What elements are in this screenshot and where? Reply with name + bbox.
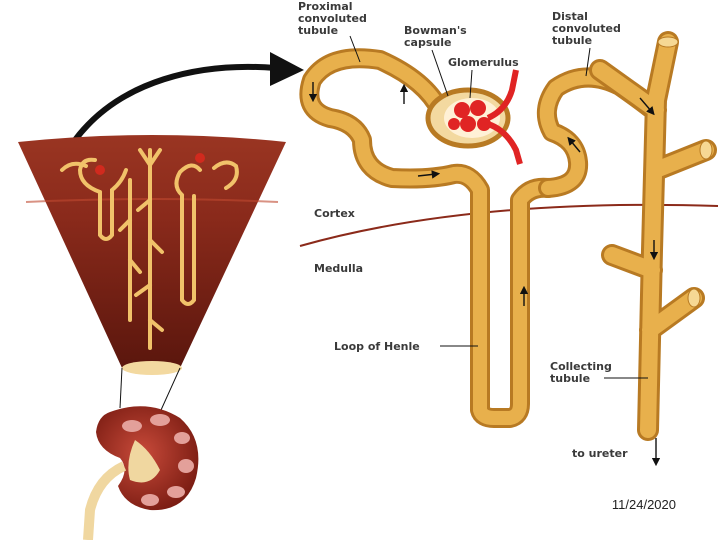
label-to-ureter: to ureter [572, 447, 628, 460]
label-distal-tubule: Distal convoluted tubule [552, 10, 625, 47]
zoom-arrow-head [270, 52, 304, 86]
label-cortex: Cortex [314, 207, 355, 220]
label-glomerulus: Glomerulus [448, 56, 519, 69]
label-collecting-tubule: Collecting tubule [550, 360, 616, 385]
zoom-arrow [72, 63, 277, 142]
flow-arrows [308, 82, 661, 467]
label-loop-of-henle: Loop of Henle [334, 340, 420, 353]
tissue-wedge [18, 135, 286, 375]
label-proximal-tubule: Proximal convoluted tubule [298, 0, 371, 37]
collecting-tubule [589, 31, 717, 441]
proximal-tubule [299, 48, 558, 428]
kidney-cross-section [83, 406, 199, 540]
label-bowmans-capsule: Bowman's capsule [404, 24, 471, 49]
nephron [299, 31, 717, 441]
slide-date: 11/24/2020 [611, 497, 676, 512]
label-medulla: Medulla [314, 262, 363, 275]
glomerulus [448, 69, 523, 165]
